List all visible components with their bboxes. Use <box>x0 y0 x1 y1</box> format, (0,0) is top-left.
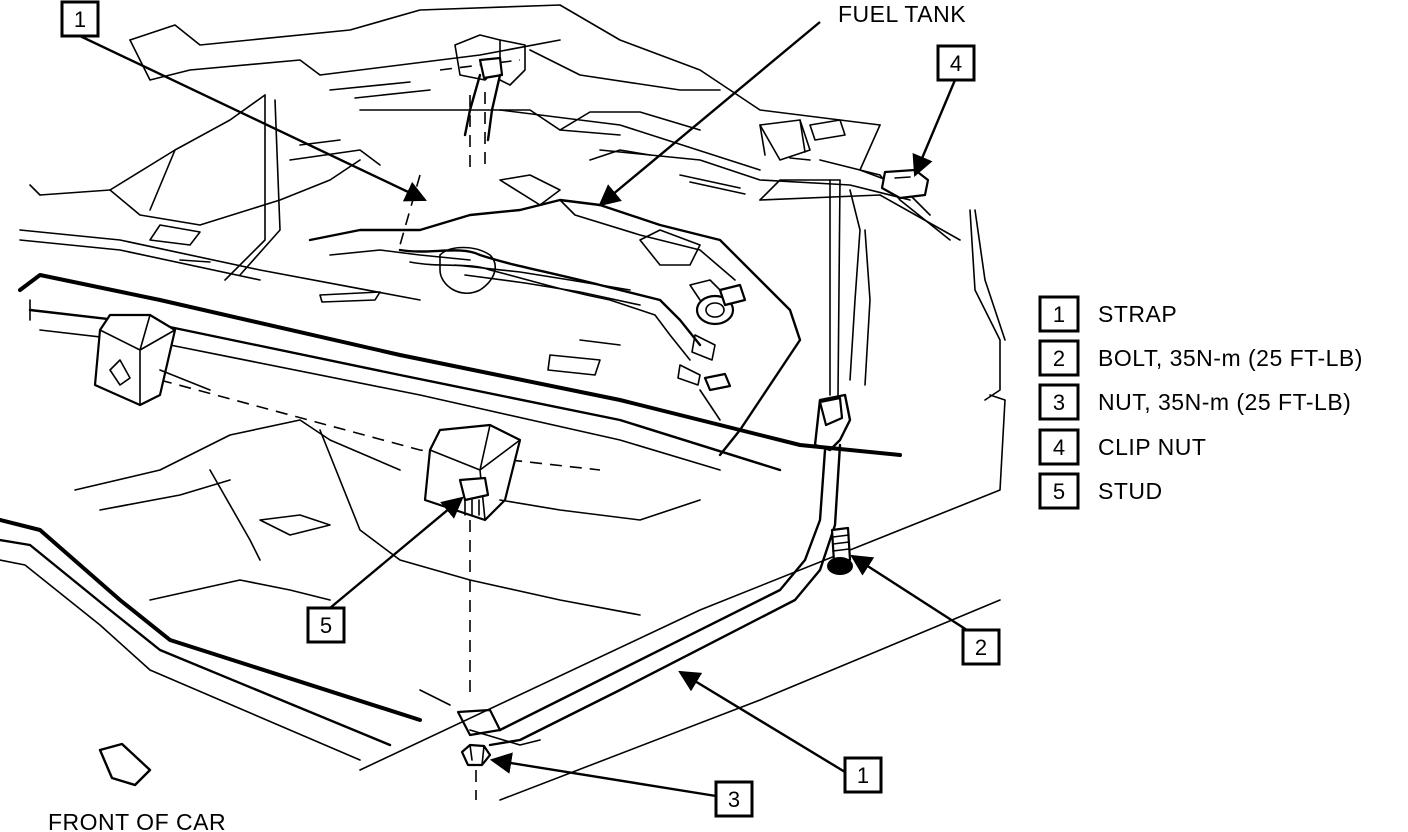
callout-clip-nut: 4 <box>936 44 976 82</box>
callout-number: 4 <box>950 51 962 76</box>
lower-floor <box>0 419 701 761</box>
legend: 1 STRAP 2 BOLT, 35N-m (25 FT-LB) 3 NUT, … <box>1038 295 1363 510</box>
leader-lines <box>79 21 971 798</box>
legend-number: 2 <box>1053 346 1065 371</box>
legend-item: 5 STUD <box>1038 472 1163 510</box>
strap <box>359 179 1006 801</box>
legend-item: 2 BOLT, 35N-m (25 FT-LB) <box>1038 339 1363 377</box>
callout-strap-top: 1 <box>60 0 100 38</box>
front-of-car-label: FRONT OF CAR <box>48 809 226 832</box>
legend-number: 3 <box>1053 390 1065 415</box>
callout-number: 5 <box>320 613 332 638</box>
legend-text: BOLT, 35N-m (25 FT-LB) <box>1098 345 1363 371</box>
leader-strap-top <box>79 34 427 202</box>
front-of-car-indicator: FRONT OF CAR <box>48 742 226 832</box>
leader-bolt <box>850 554 971 634</box>
callout-number: 1 <box>857 763 869 788</box>
leader-fuel-tank <box>598 21 821 207</box>
callout-number: 2 <box>975 635 987 660</box>
legend-number: 5 <box>1053 479 1065 504</box>
legend-text: NUT, 35N-m (25 FT-LB) <box>1098 389 1351 415</box>
callout-bolt: 2 <box>961 628 1001 666</box>
leader-stud <box>329 496 464 609</box>
underbody-floor-pan <box>19 4 1006 471</box>
frame-rail <box>18 273 902 700</box>
nut <box>460 743 492 800</box>
front-arrow-icon <box>98 742 152 787</box>
leader-nut <box>489 752 717 798</box>
callout-stud: 5 <box>306 606 346 644</box>
fuel-tank-label: FUEL TANK <box>838 1 966 27</box>
callout-strap-bottom: 1 <box>843 756 883 794</box>
legend-item: 3 NUT, 35N-m (25 FT-LB) <box>1038 383 1351 421</box>
legend-number: 4 <box>1053 435 1065 460</box>
legend-number: 1 <box>1053 302 1065 327</box>
fuel-tank <box>308 198 802 457</box>
legend-item: 4 CLIP NUT <box>1038 428 1206 466</box>
bolt <box>827 526 853 575</box>
callout-nut: 3 <box>714 780 754 818</box>
legend-text: CLIP NUT <box>1098 434 1206 460</box>
upper-center-bracket <box>454 34 526 142</box>
legend-item: 1 STRAP <box>1038 295 1177 333</box>
leader-clip-nut <box>912 79 957 177</box>
callout-number: 3 <box>728 787 740 812</box>
leader-strap-bottom <box>678 670 846 774</box>
legend-text: STRAP <box>1098 301 1177 327</box>
callout-number: 1 <box>74 7 86 32</box>
legend-text: STUD <box>1098 478 1163 504</box>
